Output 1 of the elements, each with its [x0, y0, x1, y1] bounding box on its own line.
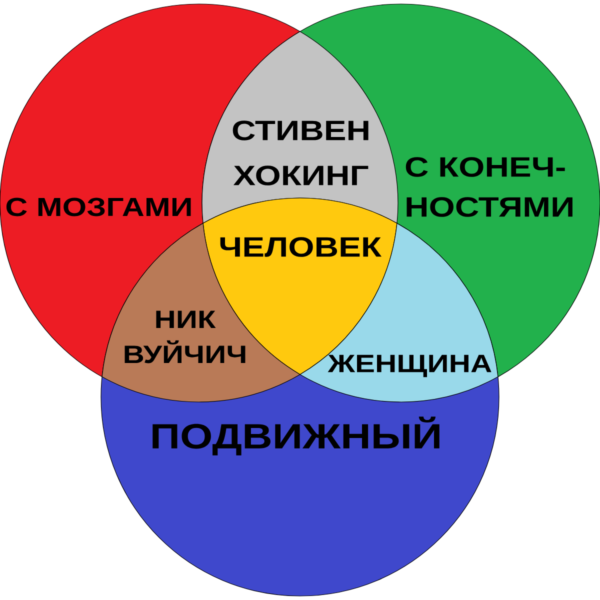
overlap-region: СТИВЕН ХОКИНГ	[202, 31, 398, 224]
